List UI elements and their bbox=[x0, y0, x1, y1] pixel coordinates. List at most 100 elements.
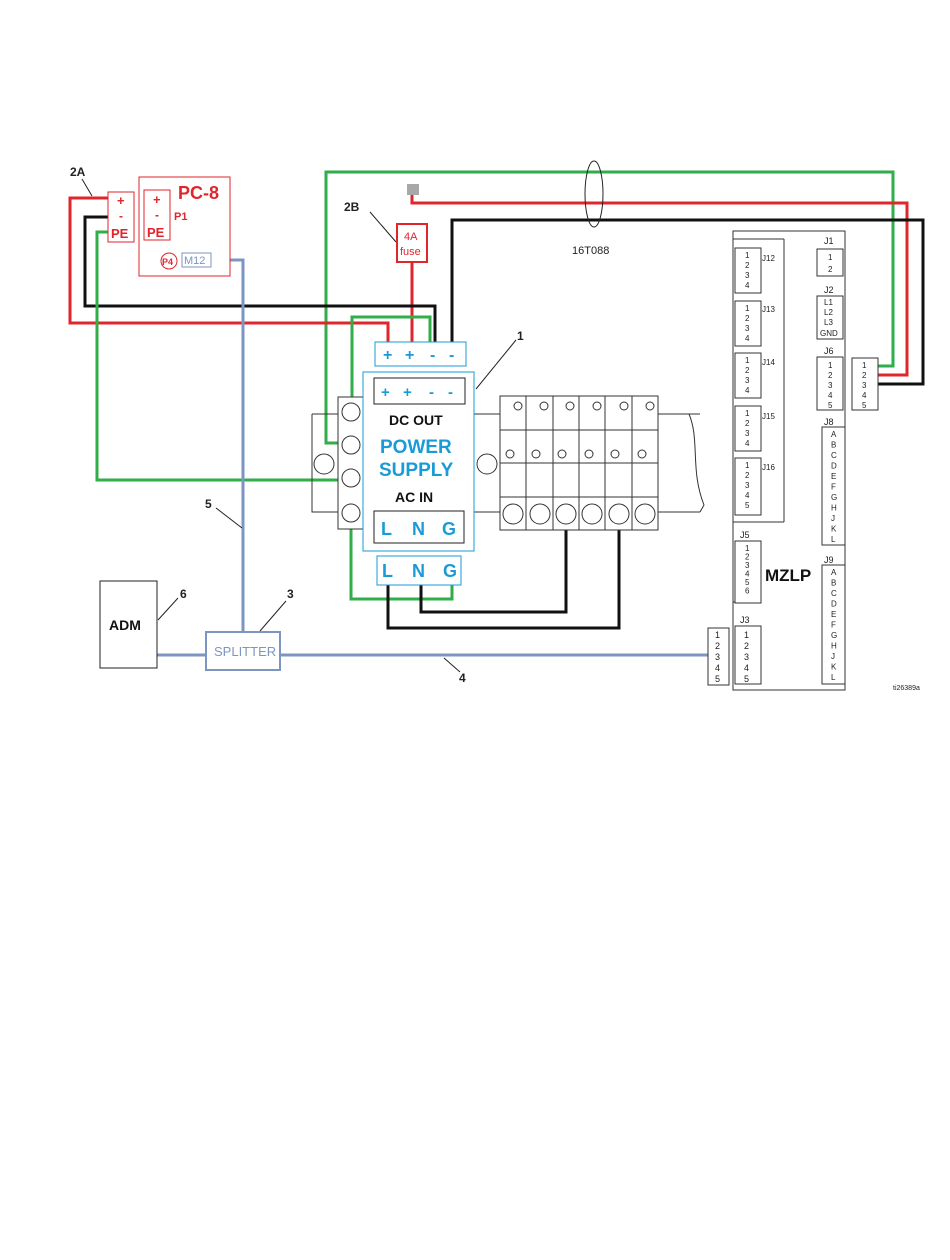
callout-4: 4 bbox=[459, 671, 466, 685]
pin-j8-k: K bbox=[831, 525, 837, 534]
green-wire-pe bbox=[95, 230, 346, 482]
pin-j9-b: B bbox=[831, 579, 836, 588]
ps-dc-out-label: DC OUT bbox=[389, 412, 443, 428]
mzlp-j2-pin-2: L2 bbox=[824, 308, 833, 317]
ps-dc-t-plus1: + bbox=[381, 384, 390, 401]
fuse-rating: 4A bbox=[404, 231, 418, 243]
mzlp-j2: J2 bbox=[824, 285, 834, 295]
pin-j8-g: G bbox=[831, 493, 837, 502]
ps-dc-t-plus2: + bbox=[403, 384, 412, 401]
pin-j16-2: 2 bbox=[745, 471, 750, 480]
callout-5: 5 bbox=[205, 497, 212, 511]
green-wire-top bbox=[324, 170, 895, 445]
black-wire-pc8 bbox=[83, 215, 437, 342]
pin-j8-a: A bbox=[831, 430, 837, 439]
pin-j3-2: 2 bbox=[744, 641, 749, 651]
ps-dc-h-plus1: + bbox=[383, 347, 392, 364]
pin-j8-l: L bbox=[831, 535, 836, 544]
pin-j9-h: H bbox=[831, 642, 837, 651]
cable-label: 16T088 bbox=[572, 245, 609, 257]
mzlp-j2-pin-1: L1 bbox=[824, 298, 833, 307]
pin-j12-2: 2 bbox=[745, 261, 750, 270]
cable-bundle-ellipse bbox=[584, 160, 604, 228]
ps-ac-in-label: AC IN bbox=[395, 489, 433, 505]
pin-j13-1: 1 bbox=[745, 304, 750, 313]
mzlp-pin-numbers: 1234123412341234123451234561234512345121… bbox=[715, 251, 867, 684]
fuse-label: fuse bbox=[400, 246, 421, 258]
red-wire-fuse-j6 bbox=[410, 195, 909, 377]
pin-j16-5: 5 bbox=[745, 501, 750, 510]
ps-dc-header bbox=[374, 341, 467, 367]
ps-ac-f-l: L bbox=[382, 561, 393, 581]
pin-j8-e: E bbox=[831, 472, 836, 481]
power-supply: + + - - + + - - DC OUT POWER SUPPLY AC I… bbox=[362, 341, 475, 586]
pc8-m12-label: M12 bbox=[184, 255, 205, 267]
pin-j1-2: 2 bbox=[828, 265, 833, 274]
mzlp-board bbox=[707, 230, 879, 691]
mzlp-j9: J9 bbox=[824, 555, 834, 565]
pin-j9-f: F bbox=[831, 621, 836, 630]
callout-1: 1 bbox=[517, 329, 524, 343]
pc8-p4-label: P4 bbox=[162, 257, 173, 267]
ps-dc-h-minus1: - bbox=[430, 347, 435, 364]
pin-j3-ext-3: 3 bbox=[715, 652, 720, 662]
fuse: 4A fuse bbox=[396, 223, 428, 263]
pin-j3-5: 5 bbox=[744, 674, 749, 684]
mzlp-j13: J13 bbox=[762, 305, 775, 314]
pin-j9-g: G bbox=[831, 631, 837, 640]
ps-ac-f-n: N bbox=[412, 561, 425, 581]
pin-j12-1: 1 bbox=[745, 251, 750, 260]
pin-j5-5: 5 bbox=[745, 578, 750, 587]
ps-dc-h-plus2: + bbox=[405, 347, 414, 364]
pin-j9-k: K bbox=[831, 663, 837, 672]
pin-j13-4: 4 bbox=[745, 334, 750, 343]
pin-j5-4: 4 bbox=[745, 570, 750, 579]
pin-j5-6: 6 bbox=[745, 587, 750, 596]
pin-j9-a: A bbox=[831, 568, 837, 577]
pin-j12-4: 4 bbox=[745, 281, 750, 290]
pin-j9-c: C bbox=[831, 589, 837, 598]
pin-j3-ext-5: 5 bbox=[715, 674, 720, 684]
black-wire-l bbox=[386, 514, 621, 630]
fuse-connector bbox=[407, 184, 419, 195]
callout-3: 3 bbox=[287, 587, 294, 601]
pin-j8-h: H bbox=[831, 504, 837, 513]
pin-j15-1: 1 bbox=[745, 409, 750, 418]
callout-6: 6 bbox=[180, 587, 187, 601]
ps-ac-footer bbox=[376, 555, 462, 586]
callout-2a: 2A bbox=[70, 165, 86, 179]
mzlp-j5: J5 bbox=[740, 530, 750, 540]
ps-dc-h-minus2: - bbox=[449, 347, 454, 364]
mzlp-title: MZLP bbox=[765, 566, 811, 585]
pin-j15-4: 4 bbox=[745, 439, 750, 448]
pin-j3-ext-2: 2 bbox=[715, 641, 720, 651]
pin-j9-e: E bbox=[831, 610, 836, 619]
splitter-label: SPLITTER bbox=[214, 644, 276, 659]
pin-j5-1: 1 bbox=[745, 544, 750, 553]
pc8-conn-plus: + bbox=[117, 193, 125, 208]
mzlp-j2-pin-3: L3 bbox=[824, 318, 833, 327]
callout-2b: 2B bbox=[344, 200, 360, 214]
pin-j14-1: 1 bbox=[745, 356, 750, 365]
pin-j16-1: 1 bbox=[745, 461, 750, 470]
mzlp-j3: J3 bbox=[740, 615, 750, 625]
mzlp-j16: J16 bbox=[762, 463, 775, 472]
ps-title-2: SUPPLY bbox=[379, 460, 454, 481]
pin-j8-c: C bbox=[831, 451, 837, 460]
pin-j3-ext-4: 4 bbox=[715, 663, 720, 673]
mzlp-j14: J14 bbox=[762, 358, 775, 367]
pin-j14-4: 4 bbox=[745, 386, 750, 395]
pin-j8-b: B bbox=[831, 441, 836, 450]
mzlp-j2-pin-4: GND bbox=[820, 329, 838, 338]
red-wire-pc8 bbox=[68, 196, 390, 342]
pc8-conn-minus: - bbox=[119, 209, 123, 223]
mzlp-j12: J12 bbox=[762, 254, 775, 263]
pc8-title: PC-8 bbox=[178, 183, 219, 203]
ps-ac-t-n: N bbox=[412, 519, 425, 539]
pin-j3-3: 3 bbox=[744, 652, 749, 662]
mzlp-j1: J1 bbox=[824, 236, 834, 246]
figure-id: ti26389a bbox=[893, 685, 920, 692]
pin-j8-d: D bbox=[831, 462, 837, 471]
